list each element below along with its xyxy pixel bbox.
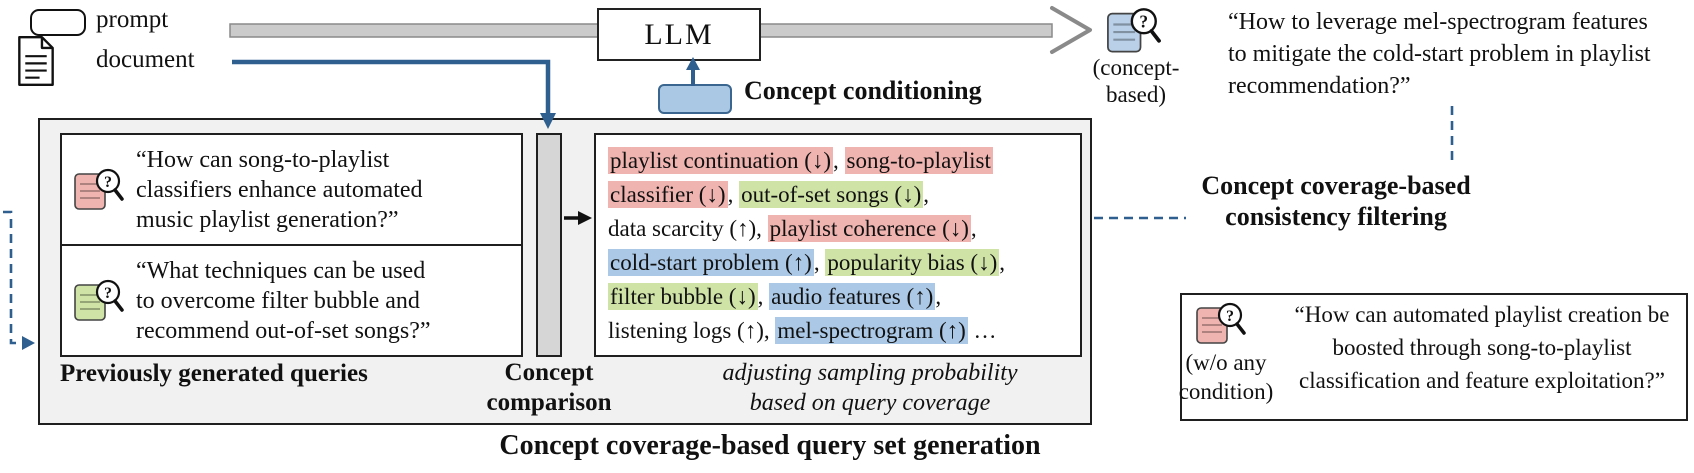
concept-line: filter bubble (↓), audio features (↑), (608, 280, 1068, 314)
concept-highlight-blue: mel-spectrogram (↑) (775, 317, 968, 344)
concept-line: playlist continuation (↓), song-to-playl… (608, 144, 1068, 178)
svg-text:?: ? (1139, 13, 1148, 32)
wo-condition-query-icon: ? (1196, 302, 1246, 344)
concept-text: , (935, 284, 942, 309)
concept-comparison-bar (536, 133, 562, 357)
concept-text: , (970, 216, 977, 241)
concept-comparison-label: Concept comparison (486, 359, 612, 416)
query-row: ? “How can song-to-playlist classifiers … (62, 135, 521, 244)
wo-condition-box (1180, 293, 1688, 421)
concept-line: data scarcity (↑), playlist coherence (↓… (608, 212, 1068, 246)
concept-text: data scarcity (↑), (608, 216, 768, 241)
concept-list: playlist continuation (↓), song-to-playl… (594, 133, 1082, 357)
concept-text: , (813, 250, 826, 275)
concept-based-query-text: “How to leverage mel-spectrogram feature… (1228, 9, 1651, 99)
concept-highlight-blue: cold-start problem (↑) (608, 249, 814, 276)
document-to-comparison-arrow (232, 59, 551, 116)
feedback-dashed-line (3, 210, 23, 345)
concept-line: listening logs (↑), mel-spectrogram (↑) … (608, 314, 1068, 348)
concept-highlight-blue: audio features (↑) (769, 283, 936, 310)
wo-condition-caption: (w/o any condition) (1178, 350, 1274, 404)
concept-highlight-green: filter bubble (↓) (608, 283, 758, 310)
concept-highlight-red: classifier (↓) (608, 181, 728, 208)
figure-caption: Concept coverage-based query set generat… (499, 430, 1041, 461)
concept-line: cold-start problem (↑), popularity bias … (608, 246, 1068, 280)
prompt-flow-arrow-head (1050, 6, 1092, 54)
concept-conditioning-chip (658, 84, 732, 114)
wo-condition-query-text: “How can automated playlist creation be … (1294, 302, 1670, 393)
feedback-arrowhead (22, 336, 35, 350)
prompt-legend-label: prompt (96, 6, 169, 33)
concept-highlight-red: playlist coherence (↓) (767, 215, 971, 242)
concept-based-caption: (concept- based) (1092, 55, 1180, 107)
concept-based-query-icon: ? (1107, 8, 1161, 53)
previous-query-2-text: “What techniques can be used to overcome… (136, 257, 431, 344)
llm-label: LLM (644, 17, 714, 51)
concept-text: … (967, 318, 997, 343)
concept-text: , (923, 182, 929, 207)
query-icon-green: ? (74, 279, 124, 321)
document-legend-label: document (96, 46, 195, 73)
concept-conditioning-label: Concept conditioning (744, 76, 982, 105)
consistency-filtering-label: Concept coverage-based consistency filte… (1201, 171, 1471, 231)
concept-highlight-green: popularity bias (↓) (825, 249, 1000, 276)
previous-queries-box: ? “How can song-to-playlist classifiers … (60, 133, 523, 357)
concept-highlight-green: out-of-set songs (↓) (739, 181, 924, 208)
concept-text: , (833, 148, 845, 173)
svg-text:?: ? (1226, 308, 1234, 325)
magnifier-icon (1130, 8, 1157, 35)
concept-text: , (757, 284, 770, 309)
query-row: ? “What techniques can be used to overco… (62, 244, 521, 355)
concept-highlight-red: song-to-playlist (844, 147, 993, 174)
sampling-probability-note: adjusting sampling probability based on … (722, 360, 1018, 416)
magnifier-icon (95, 168, 121, 193)
previously-generated-queries-label: Previously generated queries (60, 360, 368, 387)
concept-text: listening logs (↑), (608, 318, 776, 343)
concept-highlight-red: playlist continuation (↓) (608, 147, 834, 174)
concept-text: , (999, 250, 1005, 275)
concept-text: , (727, 182, 740, 207)
svg-text:?: ? (104, 174, 112, 191)
query-icon-red: ? (74, 168, 124, 210)
concept-line: classifier (↓), out-of-set songs (↓), (608, 178, 1068, 212)
document-icon (18, 36, 54, 86)
llm-box: LLM (597, 8, 761, 61)
magnifier-icon (95, 279, 121, 304)
previous-query-1-text: “How can song-to-playlist classifiers en… (136, 146, 423, 233)
magnifier-icon (1217, 302, 1243, 328)
prompt-legend-shape (30, 9, 86, 36)
svg-text:?: ? (104, 285, 112, 302)
